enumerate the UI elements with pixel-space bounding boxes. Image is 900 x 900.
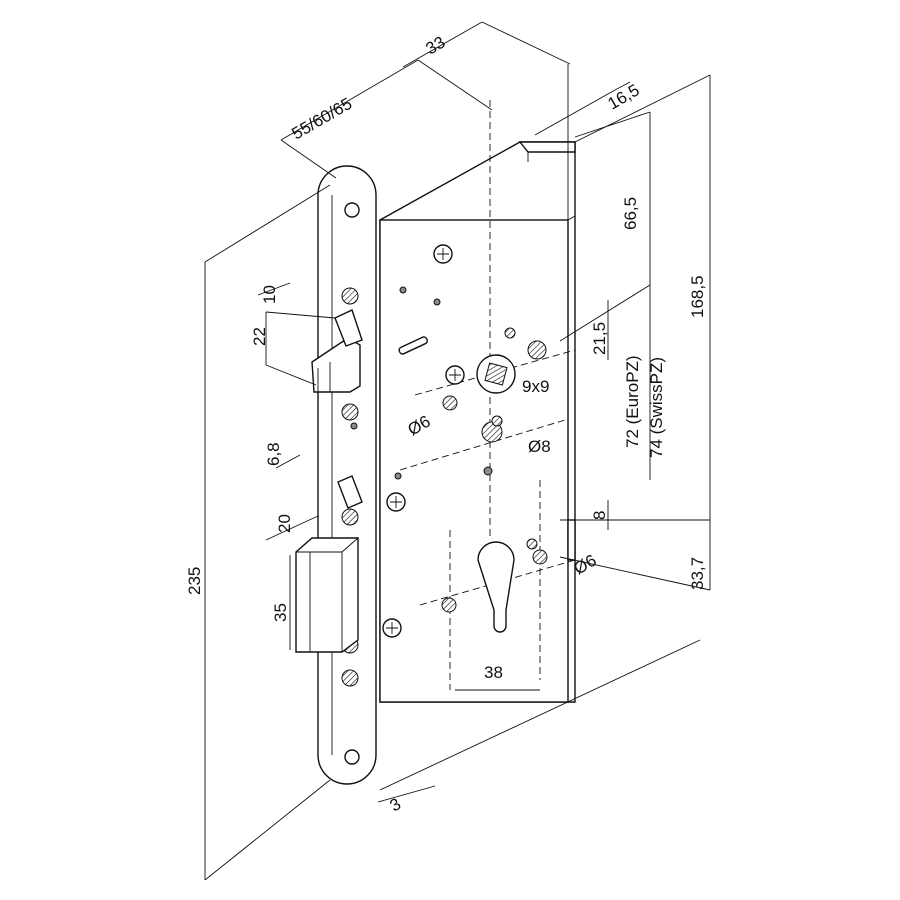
hole-cyl-top <box>526 538 538 550</box>
dim-20: 20 <box>275 514 294 533</box>
faceplate <box>317 165 377 785</box>
faceplate-screw-1-icon <box>341 287 359 305</box>
dim-33-7: 33,7 <box>688 557 707 590</box>
case-tab <box>567 519 576 561</box>
dim-235: 235 <box>185 567 204 595</box>
dim-3: 3 <box>387 794 405 815</box>
small-hole-4 <box>394 472 402 480</box>
dim-35: 35 <box>271 603 290 622</box>
dim-72-europz: 72 (EuroPZ) <box>623 355 642 448</box>
faceplate-hole-bottom-icon <box>344 749 360 765</box>
dim-21-5: 21,5 <box>590 322 609 355</box>
faceplate-hole-top-icon <box>344 202 360 218</box>
spindle-square <box>484 362 508 386</box>
dim-d8: Ø8 <box>528 437 551 456</box>
hole-d8-back <box>491 415 503 427</box>
small-hole-2 <box>433 298 441 306</box>
small-hole-1 <box>399 286 407 294</box>
hole-d6-right <box>532 549 548 565</box>
dim-74-swisspz: 74 (SwissPZ) <box>647 357 666 458</box>
case-features <box>382 244 576 638</box>
hole-upper-left <box>504 327 516 339</box>
hole-upper-right <box>527 340 547 360</box>
hole-d6-left <box>442 395 458 411</box>
deadbolt <box>295 537 359 653</box>
hole-lower-left <box>441 597 457 613</box>
dim-10: 10 <box>260 285 279 304</box>
auxiliary-latch <box>337 475 363 509</box>
slot <box>398 336 428 355</box>
dimension-lines <box>204 21 711 881</box>
faceplate-small-dot <box>350 422 358 430</box>
faceplate-screw-5-icon <box>341 669 359 687</box>
dim-33: 33 <box>423 33 449 59</box>
small-hole-3 <box>483 466 493 476</box>
cylinder-cutout <box>477 541 515 633</box>
dim-22: 22 <box>250 327 269 346</box>
dim-38: 38 <box>484 663 503 682</box>
faceplate-screw-2-icon <box>341 403 359 421</box>
dim-backset: 55/60/65 <box>289 94 356 144</box>
dim-8: 8 <box>590 511 609 520</box>
dim-9x9: 9x9 <box>522 377 549 396</box>
latch-bolt <box>311 309 363 393</box>
lock-case <box>379 141 576 703</box>
dim-16-5: 16,5 <box>605 80 643 113</box>
faceplate-screw-3-icon <box>341 508 359 526</box>
dim-6-8: 6,8 <box>264 442 283 466</box>
dim-168-5: 168,5 <box>688 275 707 318</box>
dim-66-5: 66,5 <box>621 197 640 230</box>
